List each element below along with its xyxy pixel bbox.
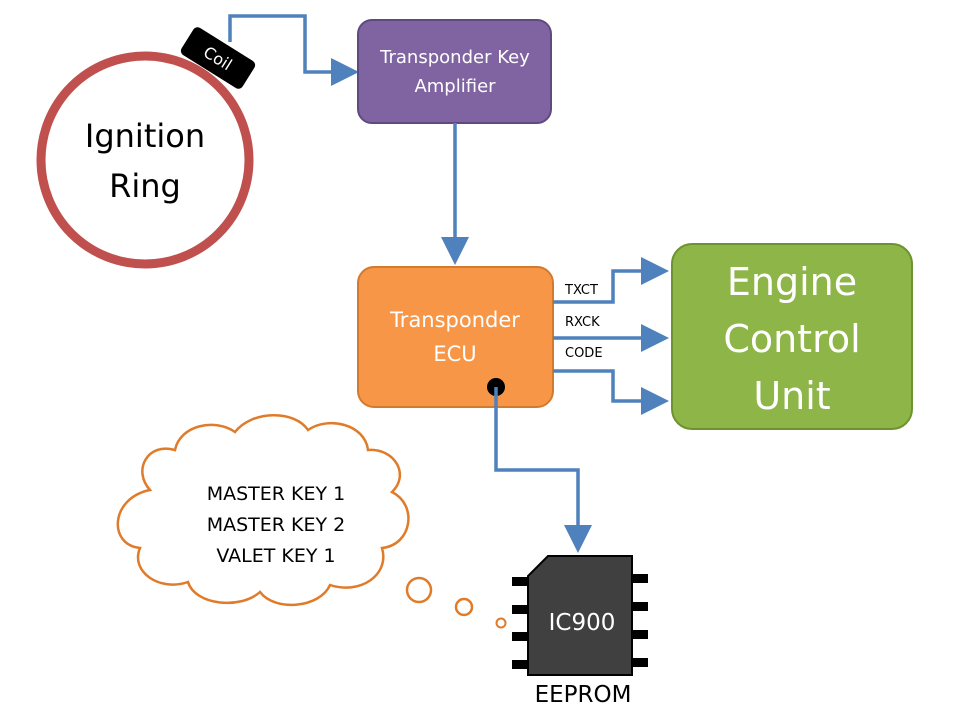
thought-dot-medium [454, 597, 474, 617]
thought-dot-small [495, 617, 507, 629]
ecu-to-eeprom-arrow [494, 387, 592, 553]
ignition-ring-label-1: Ignition [85, 117, 205, 155]
engine-control-unit-box [671, 243, 913, 430]
bubble-line-3: VALET KEY 1 [216, 545, 335, 567]
code-label: CODE [565, 346, 603, 361]
ignition-ring-label-2: Ring [109, 167, 181, 205]
chip-pin [512, 632, 530, 641]
chip-pin [630, 658, 648, 667]
engine-label-1: Engine [727, 260, 857, 304]
bubble-line-2: MASTER KEY 2 [207, 514, 346, 536]
chip-pin [512, 660, 530, 669]
txct-arrow [553, 257, 669, 304]
chip-pin [630, 630, 648, 639]
amplifier-label-1: Transponder Key [379, 47, 530, 68]
eeprom-caption: EEPROM [535, 682, 632, 708]
thought-cloud [116, 414, 410, 607]
engine-label-3: Unit [753, 374, 830, 418]
amplifier-box [357, 19, 552, 124]
chip-pin [630, 602, 648, 611]
code-arrow [553, 369, 669, 415]
chip-pin [630, 574, 648, 583]
coil-to-amplifier-arrow [228, 14, 359, 86]
ecu-label-2: ECU [433, 342, 476, 366]
rxck-label: RXCK [565, 315, 600, 330]
transponder-ecu-box [357, 266, 554, 408]
chip-pin [512, 605, 530, 614]
amplifier-label-2: Amplifier [414, 76, 496, 97]
engine-label-2: Control [723, 317, 860, 361]
chip-label: IC900 [549, 610, 616, 636]
chip-pin [512, 577, 530, 586]
ic900-chip [512, 555, 648, 676]
ignition-ring [36, 51, 254, 269]
coil-badge: Coil [180, 27, 256, 89]
txct-label: TXCT [564, 283, 598, 298]
chip-body [527, 555, 633, 676]
bubble-line-1: MASTER KEY 1 [207, 483, 346, 505]
ecu-label-1: Transponder [389, 308, 520, 332]
thought-dot-large [405, 576, 433, 604]
